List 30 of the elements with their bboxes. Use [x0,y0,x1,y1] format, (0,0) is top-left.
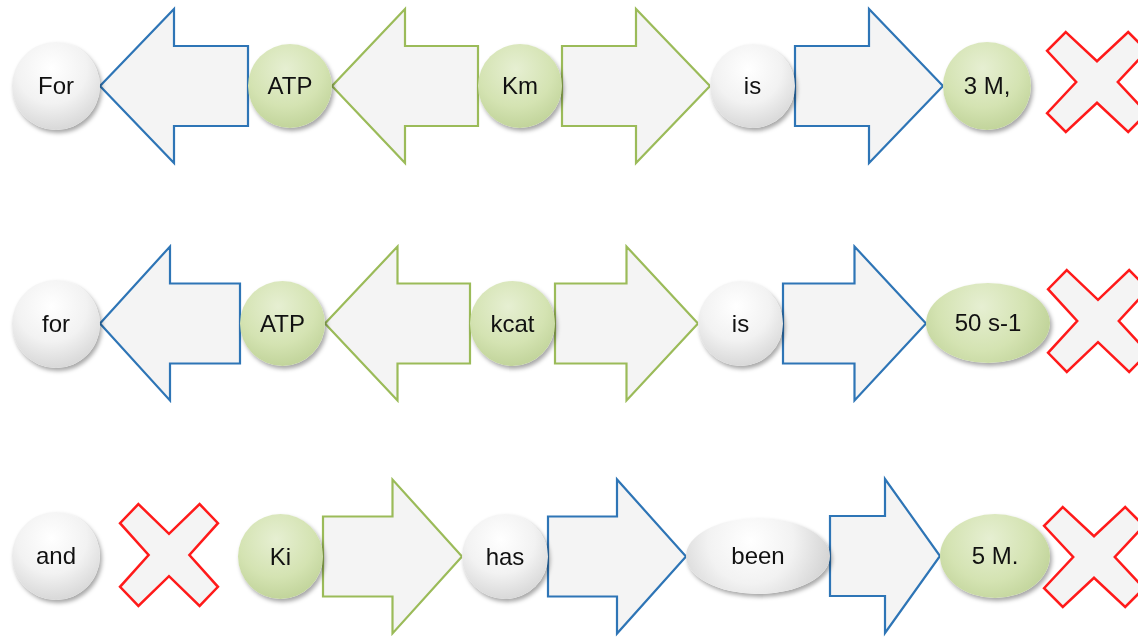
word-bubble: is [698,281,783,366]
block-arrow [98,243,242,404]
word-bubble: 3 M, [943,42,1031,130]
block-arrow [793,6,945,166]
word-bubble: Ki [238,514,323,599]
block-arrow [98,6,250,166]
block-arrow [321,476,464,637]
word-bubble: Km [478,44,562,128]
block-arrow [323,243,472,404]
word-bubble: 5 M. [940,514,1050,598]
block-arrow [553,243,700,404]
block-arrow [828,475,942,637]
cross-mark [1045,30,1138,134]
cross-mark [118,502,220,608]
word-bubble: is [710,44,795,128]
word-bubble: For [12,42,100,130]
word-bubble: and [12,512,100,600]
word-bubble: for [12,280,100,368]
word-bubble: kcat [470,281,555,366]
block-arrow [781,243,928,404]
cross-mark [1046,268,1138,374]
block-arrow [330,6,480,166]
cross-mark [1042,505,1138,609]
word-bubble: 50 s-1 [926,283,1050,363]
block-arrow [546,476,688,637]
word-bubble: has [462,514,548,599]
block-arrow [560,6,712,166]
word-bubble: been [686,518,830,594]
word-bubble: ATP [240,281,325,366]
word-bubble: ATP [248,44,332,128]
